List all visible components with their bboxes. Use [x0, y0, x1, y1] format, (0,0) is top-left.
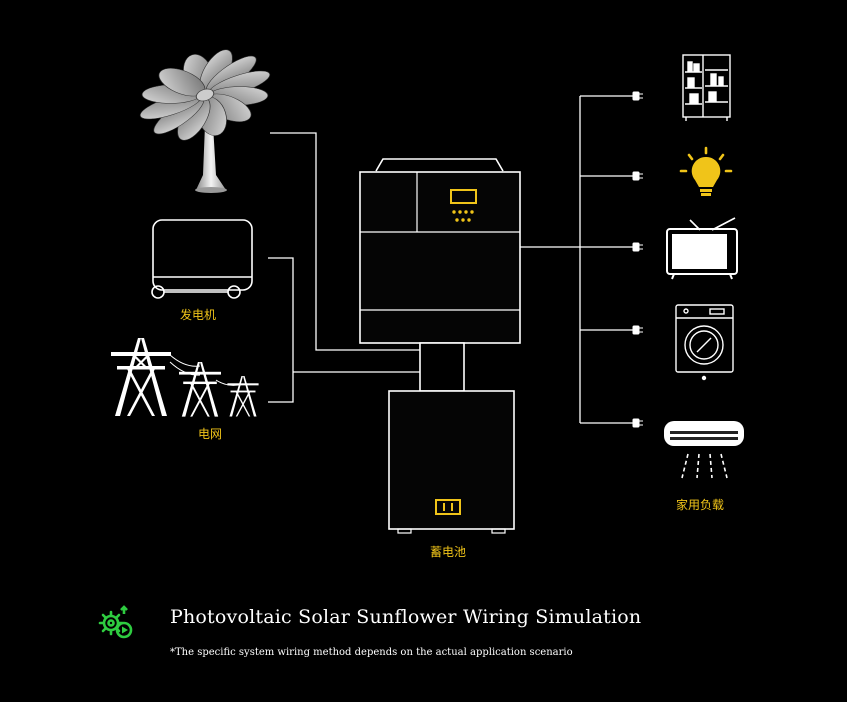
- grid-label: 电网: [198, 427, 222, 441]
- battery-label: 蓄电池: [430, 545, 466, 559]
- plug-icon: [632, 171, 643, 181]
- generator-label: 发电机: [180, 307, 216, 322]
- wire-generator: [268, 257, 294, 403]
- plug-icon: [632, 242, 643, 252]
- solar-sunflower-icon: [139, 49, 271, 193]
- light-bulb-icon: [679, 146, 733, 196]
- home-loads-label: 家用负载: [676, 497, 724, 512]
- refrigerator-icon: [682, 54, 731, 121]
- plug-icons: [632, 91, 643, 428]
- gear-play-icon: [98, 605, 133, 639]
- inverter-battery-link: [419, 342, 465, 392]
- diagram-note: *The specific system wiring method depen…: [170, 647, 573, 658]
- inverter-icon: [359, 158, 521, 344]
- plug-icon: [632, 91, 643, 101]
- battery-icon: [388, 390, 515, 534]
- inverter-buttons: [452, 210, 474, 222]
- plug-icon: [632, 325, 643, 335]
- washing-machine-icon: [675, 304, 734, 381]
- generator-icon: [151, 219, 253, 299]
- diagram-title: Photovoltaic Solar Sunflower Wiring Simu…: [170, 606, 642, 628]
- power-tower-icon: [111, 338, 259, 417]
- television-icon: [666, 217, 738, 280]
- plug-icon: [632, 418, 643, 428]
- air-conditioner-icon: [664, 421, 744, 479]
